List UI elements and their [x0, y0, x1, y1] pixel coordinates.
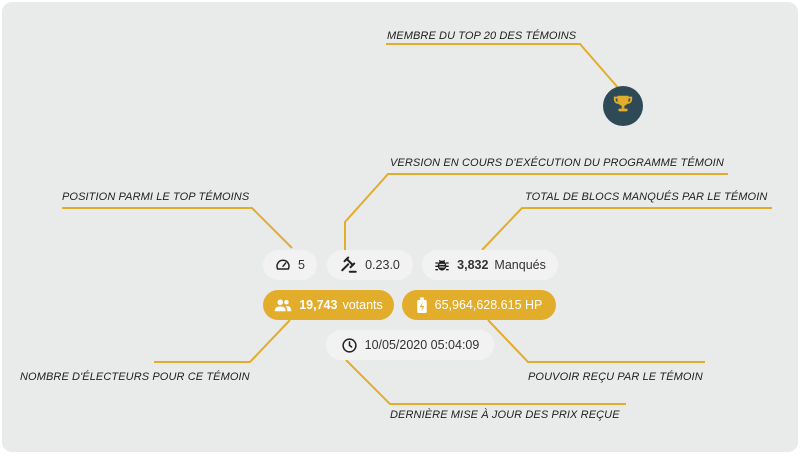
annotation-top20: MEMBRE DU TOP 20 DES TÉMOINS: [387, 30, 577, 42]
voters-count: 19,743: [299, 298, 338, 312]
users-icon: [274, 297, 292, 313]
connector-missed: [481, 207, 772, 251]
annotation-voters: NOMBRE D'ÉLECTEURS POUR CE TÉMOIN: [20, 371, 250, 383]
version-value: 0.23.0: [365, 258, 400, 272]
price-update-value: 10/05/2020 05:04:09: [364, 338, 480, 352]
missed-count: 3,832: [457, 258, 489, 272]
power-value: 65,964,628.615 HP: [434, 298, 543, 312]
connector-version: [344, 173, 728, 250]
speedometer-icon: [275, 257, 291, 273]
version-pill: 0.23.0: [327, 250, 413, 280]
missed-label: Manqués: [494, 258, 546, 272]
witness-info-panel: [2, 2, 798, 452]
voters-pill: 19,743 votants: [263, 290, 394, 320]
connector-top20: [386, 43, 621, 91]
clock-icon: [341, 337, 358, 354]
connector-price: [345, 359, 626, 405]
missed-blocks-pill: 3,832 Manqués: [422, 250, 558, 280]
rank-value: 5: [298, 258, 305, 272]
connector-voters: [154, 319, 291, 363]
rank-pill: 5: [263, 250, 317, 280]
voters-label: votants: [342, 298, 383, 312]
power-pill: 65,964,628.615 HP: [402, 290, 556, 320]
annotation-version: VERSION EN COURS D'EXÉCUTION DU PROGRAMM…: [390, 157, 724, 169]
annotation-price: DERNIÈRE MISE À JOUR DES PRIX REÇUE: [390, 409, 620, 421]
bug-icon: [434, 257, 450, 273]
annotation-missed: TOTAL DE BLOCS MANQUÉS PAR LE TÉMOIN: [525, 191, 768, 203]
battery-charging-icon: [416, 296, 428, 314]
price-update-pill: 10/05/2020 05:04:09: [326, 330, 494, 360]
annotation-position: POSITION PARMI LE TOP TÉMOINS: [62, 191, 250, 203]
connector-power: [487, 319, 705, 363]
connector-position: [62, 207, 293, 249]
annotation-power: POUVOIR REÇU PAR LE TÉMOIN: [528, 371, 703, 383]
gavel-icon: [340, 256, 358, 274]
trophy-icon: [612, 93, 634, 120]
trophy-badge: [603, 86, 643, 126]
